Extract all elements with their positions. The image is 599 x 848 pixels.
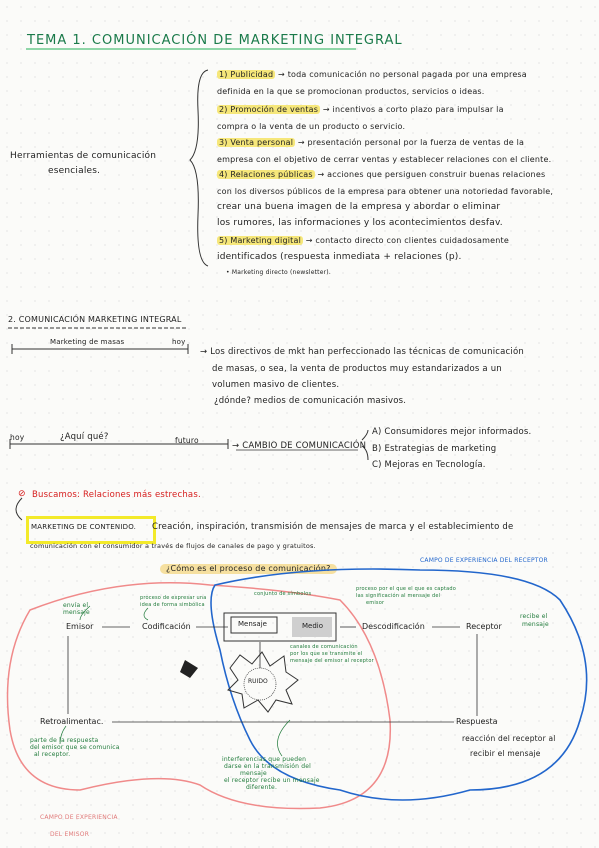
- tool-publicidad-desc: definida en la que se promocionan produc…: [217, 87, 485, 96]
- note-receptor-2: mensaje: [522, 621, 549, 628]
- buscamos-line: Buscamos: Relaciones más estrechas.: [32, 490, 201, 500]
- tool-venta-personal: 3) Venta personal → presentación persona…: [217, 138, 525, 147]
- tool-venta-desc: empresa con el objetivo de cerrar ventas…: [217, 155, 552, 164]
- note-emisor-1: envía el: [63, 602, 89, 609]
- note-medio-2: por los que se transmite el: [290, 651, 363, 657]
- section2-heading: 2. COMUNICACIÓN MARKETING INTEGRAL: [8, 315, 182, 324]
- section2-desc1: → Los directivos de mkt han perfeccionad…: [200, 347, 524, 357]
- node-codificacion: Codificación: [142, 622, 191, 631]
- marketing-masas-label: Marketing de masas: [50, 338, 125, 346]
- tool-relaciones: 4) Relaciones públicas → acciones que pe…: [217, 170, 546, 179]
- cambio-item-b: B) Estrategias de marketing: [372, 444, 497, 454]
- section2-desc2: de masas, o sea, la venta de productos m…: [212, 364, 502, 374]
- node-emisor: Emisor: [66, 622, 94, 631]
- note-retro-3: al receptor.: [34, 751, 71, 758]
- diagram-question: ¿Cómo es el proceso de comunicación?: [160, 564, 337, 575]
- section2-desc3: volumen masivo de clientes.: [212, 380, 340, 390]
- check-icon: ⊘: [18, 489, 26, 499]
- aqui-que-question: ¿Aquí qué?: [60, 432, 109, 442]
- note-emisor-2: mensaje: [63, 609, 90, 616]
- note-retro-1: parte de la respuesta: [30, 737, 99, 744]
- node-mensaje: Mensaje: [238, 620, 267, 628]
- tool-relaciones-desc3: los rumores, las informaciones y los aco…: [217, 218, 503, 228]
- campo-receptor-label: CAMPO DE EXPERIENCIA DEL RECEPTOR: [420, 557, 548, 564]
- note-respuesta-2: recibir el mensaje: [470, 749, 541, 758]
- tool-promocion: 2) Promoción de ventas → incentivos a co…: [217, 105, 504, 114]
- cambio-item-a: A) Consumidores mejor informados.: [372, 427, 532, 437]
- tool-publicidad: 1) Publicidad → toda comunicación no per…: [217, 70, 527, 79]
- campo-emisor-label-1: CAMPO DE EXPERIENCIA: [40, 814, 118, 821]
- tool-promocion-desc: compra o la venta de un producto o servi…: [217, 122, 406, 131]
- campo-emisor-label-2: DEL EMISOR: [50, 831, 90, 838]
- tools-heading-line2: esenciales.: [48, 166, 101, 176]
- node-medio: Medio: [302, 622, 324, 630]
- node-descodificacion: Descodificación: [362, 622, 425, 631]
- marketing-contenido-text: Creación, inspiración, transmisión de me…: [152, 522, 514, 532]
- hoy-label-1: hoy: [172, 338, 186, 346]
- note-ruido-1: interferencias que pueden: [222, 756, 307, 763]
- node-retroalimentacion: Retroalimentac.: [40, 717, 104, 726]
- tool-marketing-digital-desc: identificados (respuesta inmediata + rel…: [217, 252, 462, 262]
- note-descod-2: las significación al mensaje del: [356, 593, 441, 599]
- node-respuesta: Respuesta: [456, 717, 498, 726]
- note-mensaje: conjunto de símbolos: [254, 591, 312, 597]
- section2-desc4: ¿dónde? medios de comunicación masivos.: [214, 396, 407, 406]
- node-ruido: RUIDO: [248, 678, 268, 685]
- note-descod-1: proceso por el que el que es captado: [356, 586, 456, 592]
- marketing-contenido-line2: comunicación con el consumidor a través …: [30, 542, 316, 550]
- tool-relaciones-desc1: con los diversos públicos de la empresa …: [217, 187, 554, 196]
- tool-relaciones-desc2: crear una buena imagen de la empresa y a…: [217, 202, 501, 212]
- note-medio-1: canales de comunicación: [290, 644, 358, 650]
- note-ruido-4: el receptor recibe un mensaje: [224, 777, 320, 784]
- note-ruido-5: diferente.: [246, 784, 278, 791]
- note-medio-3: mensaje del emisor al receptor: [290, 658, 374, 664]
- tool-marketing-directo: • Marketing directo (newsletter).: [226, 269, 331, 276]
- note-codif-2: idea de forma simbólica: [140, 602, 205, 608]
- title-underline: [26, 48, 356, 50]
- node-receptor: Receptor: [466, 622, 502, 631]
- note-descod-3: emisor: [366, 600, 385, 606]
- tools-heading-line1: Herramientas de comunicación: [10, 151, 157, 161]
- note-ruido-2: darse en la transmisión del: [224, 763, 312, 770]
- tool-marketing-digital: 5) Marketing digital → contacto directo …: [217, 236, 509, 245]
- hoy-label-2: hoy: [10, 433, 25, 442]
- page-title: TEMA 1. COMUNICACIÓN DE MARKETING INTEGR…: [27, 33, 403, 48]
- note-retro-2: del emisor que se comunica: [30, 744, 120, 751]
- note-ruido-3: mensaje: [240, 770, 267, 777]
- cambio-item-c: C) Mejoras en Tecnología.: [372, 460, 486, 470]
- futuro-label: futuro: [175, 436, 199, 445]
- note-respuesta-1: reacción del receptor al: [462, 734, 556, 743]
- marketing-contenido-highlight: [26, 516, 156, 544]
- note-receptor-1: recibe el: [520, 613, 548, 620]
- note-codif-1: proceso de expresar una: [140, 595, 207, 601]
- cambio-comunicacion: → CAMBIO DE COMUNICACIÓN: [232, 441, 367, 451]
- marketing-contenido-label: MARKETING DE CONTENIDO.: [31, 523, 137, 531]
